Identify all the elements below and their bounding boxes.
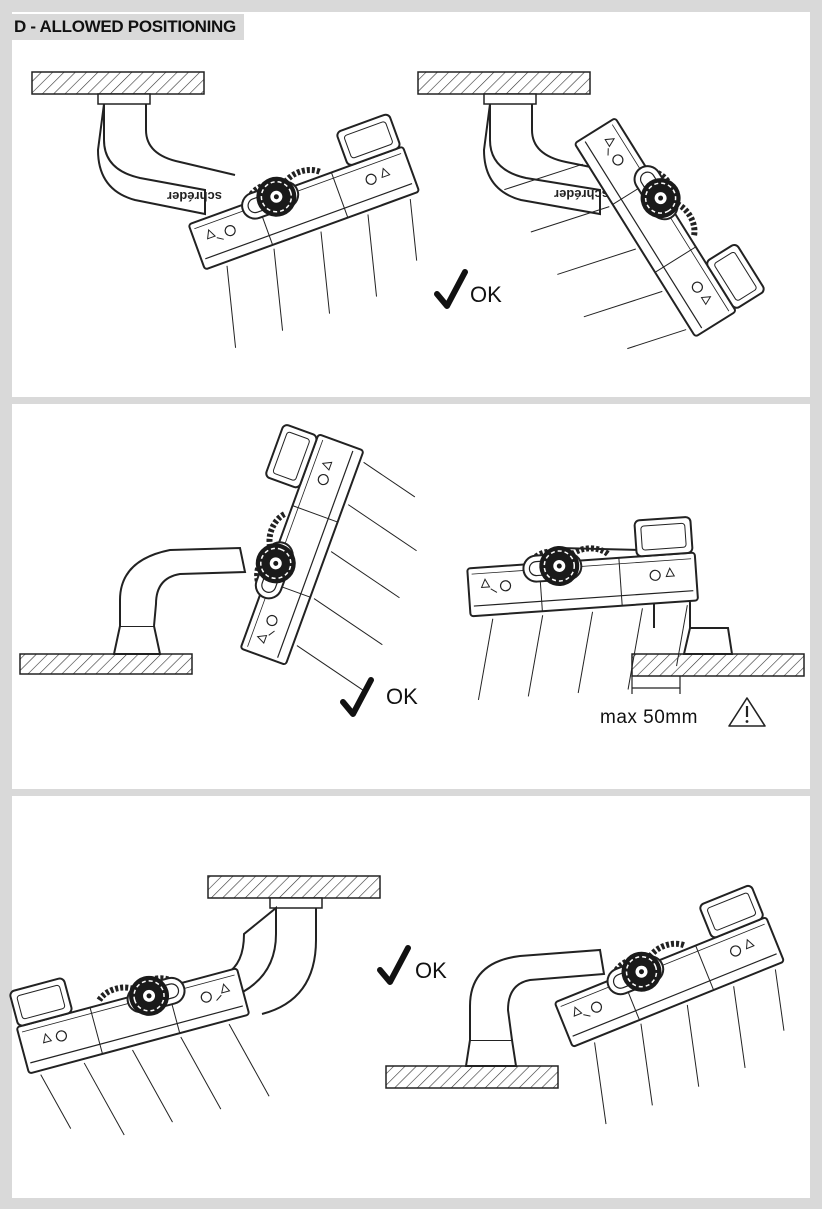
floor-slab xyxy=(385,1065,559,1089)
mixed-mount-left: OK xyxy=(7,875,447,1153)
ceiling-slab xyxy=(31,71,205,95)
ceiling-slab xyxy=(417,71,591,95)
floor-slab xyxy=(19,653,193,675)
checkmark-icon xyxy=(380,948,408,982)
floor-mount-right: max 50mm xyxy=(465,517,805,728)
ceiling-slab xyxy=(207,875,381,899)
checkmark-icon xyxy=(343,680,371,714)
ceiling-mount-left: schréder xyxy=(31,71,439,349)
brand-label: schréder xyxy=(167,189,222,204)
ok-label: OK xyxy=(415,958,447,983)
checkmark-icon xyxy=(437,272,465,306)
ceiling-mount-right: schréder OK xyxy=(417,71,767,373)
floor-slab xyxy=(631,653,805,677)
brand-label: schréder xyxy=(554,187,609,202)
max-gap-note: max 50mm xyxy=(600,707,698,728)
floor-mount-left: OK xyxy=(19,422,440,714)
ok-label: OK xyxy=(386,684,418,709)
warning-triangle-icon xyxy=(728,697,766,727)
mixed-mount-right xyxy=(385,884,806,1125)
section-title: D - ALLOWED POSITIONING xyxy=(12,14,244,40)
ok-label: OK xyxy=(470,282,502,307)
